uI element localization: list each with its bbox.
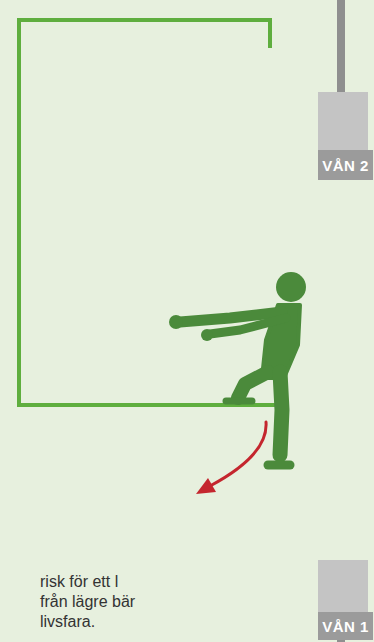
floor-label: VÅN 1 xyxy=(318,612,373,640)
fall-arrow xyxy=(196,422,266,494)
floor-slab xyxy=(318,92,368,150)
warning-note: risk för ett l från lägre bär livsfara. xyxy=(40,572,138,632)
floor-slab xyxy=(318,560,368,612)
floor-name: VÅN 1 xyxy=(322,618,369,635)
column-line xyxy=(337,640,345,642)
window-frame xyxy=(19,20,280,405)
floor-label: VÅN 2 xyxy=(318,150,373,180)
floor-name: VÅN 2 xyxy=(322,157,369,174)
person-figure xyxy=(169,272,306,465)
column-line xyxy=(337,0,345,92)
